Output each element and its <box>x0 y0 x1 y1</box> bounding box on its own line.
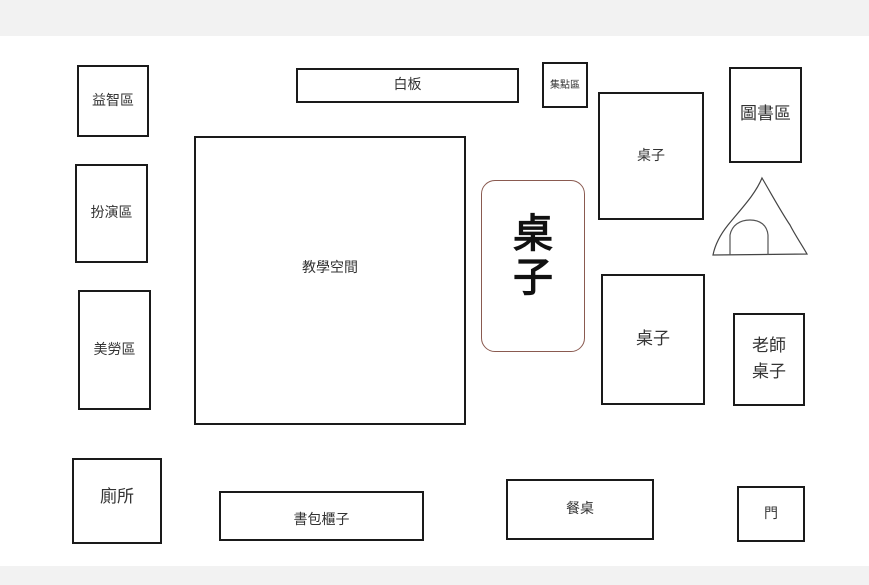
restroom: 廁所 <box>72 458 162 544</box>
puzzle-area-label: 益智區 <box>92 92 134 109</box>
desk-big: 桌子 <box>481 180 585 352</box>
bag-cabinet-label: 書包櫃子 <box>293 511 350 528</box>
library-area: 圖書區 <box>729 67 802 163</box>
puzzle-area: 益智區 <box>77 65 149 137</box>
desk-mid-label: 桌子 <box>636 328 670 349</box>
points-area: 集點區 <box>542 62 588 108</box>
tent-icon <box>712 176 809 256</box>
library-area-label: 圖書區 <box>740 104 791 125</box>
whiteboard-label: 白板 <box>393 77 422 93</box>
bottom-band <box>0 566 869 585</box>
whiteboard: 白板 <box>296 68 519 103</box>
desk-big-label: 桌子 <box>513 211 553 301</box>
desk-top: 桌子 <box>598 92 704 220</box>
bag-cabinet: 書包櫃子 <box>219 491 424 541</box>
desk-mid: 桌子 <box>601 274 705 405</box>
dining-table: 餐桌 <box>506 479 654 540</box>
art-area: 美勞區 <box>78 290 151 410</box>
door[interactable]: 門 <box>737 486 805 542</box>
top-band <box>0 0 869 36</box>
teaching-space: 教學空間 <box>194 136 466 425</box>
art-area-label: 美勞區 <box>93 341 136 358</box>
dining-table-label: 餐桌 <box>566 501 594 517</box>
restroom-label: 廁所 <box>100 487 134 508</box>
roleplay-area-label: 扮演區 <box>90 205 133 221</box>
desk-top-label: 桌子 <box>637 147 665 164</box>
teacher-desk-label: 老師桌子 <box>752 336 786 382</box>
teacher-desk: 老師桌子 <box>733 313 805 406</box>
door-label: 門 <box>764 505 778 522</box>
roleplay-area: 扮演區 <box>75 164 148 263</box>
teaching-space-label: 教學空間 <box>302 260 358 276</box>
points-area-label: 集點區 <box>550 79 580 91</box>
